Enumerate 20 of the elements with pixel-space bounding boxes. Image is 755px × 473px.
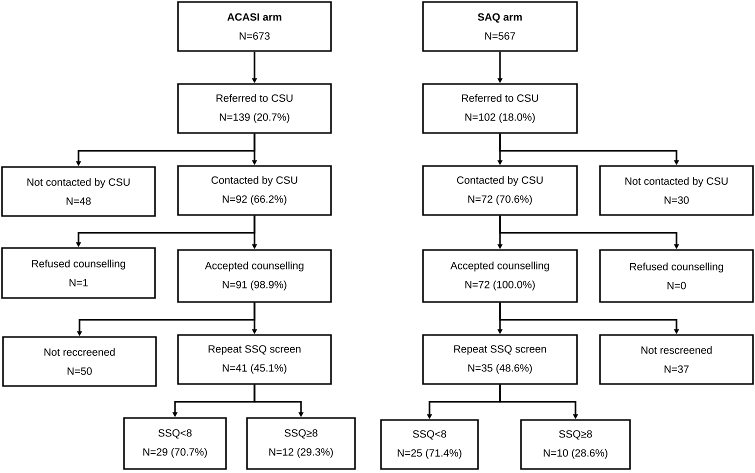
- flow-box: Not reccreened N=50: [2, 336, 157, 387]
- flow-box: Not contacted by CSU N=48: [1, 166, 156, 217]
- flow-box: Not rescreened N=37: [599, 334, 754, 385]
- flow-box: Refused counselling N=1: [1, 247, 156, 299]
- flow-box: Contacted by CSU N=92 (66.2%): [177, 165, 332, 216]
- flow-box: Contacted by CSU N=72 (70.6%): [422, 165, 578, 216]
- flow-box: Accepted counselling N=72 (100.0%): [422, 249, 578, 303]
- flow-box: Repeat SSQ screen N=41 (45.1%): [177, 334, 332, 385]
- flow-box: Not contacted by CSU N=30: [599, 165, 754, 216]
- flow-box: Referred to CSU N=102 (18.0%): [422, 83, 578, 134]
- flow-box: SSQ<8 N=29 (70.7%): [123, 417, 227, 470]
- flow-box: SSQ≥8 N=12 (29.3%): [246, 417, 356, 470]
- flow-box: Accepted counselling N=91 (98.9%): [177, 249, 332, 303]
- flow-box: Referred to CSU N=139 (20.7%): [177, 83, 332, 134]
- flow-box: SSQ<8 N=25 (71.4%): [380, 419, 479, 470]
- flow-box: ACASI arm N=673: [177, 1, 332, 52]
- flow-box: Repeat SSQ screen N=35 (48.6%): [422, 334, 578, 385]
- flow-box: SAQ arm N=567: [422, 1, 578, 52]
- flow-box: SSQ≥8 N=10 (28.6%): [520, 419, 631, 470]
- flow-box: Refused counselling N=0: [599, 249, 754, 303]
